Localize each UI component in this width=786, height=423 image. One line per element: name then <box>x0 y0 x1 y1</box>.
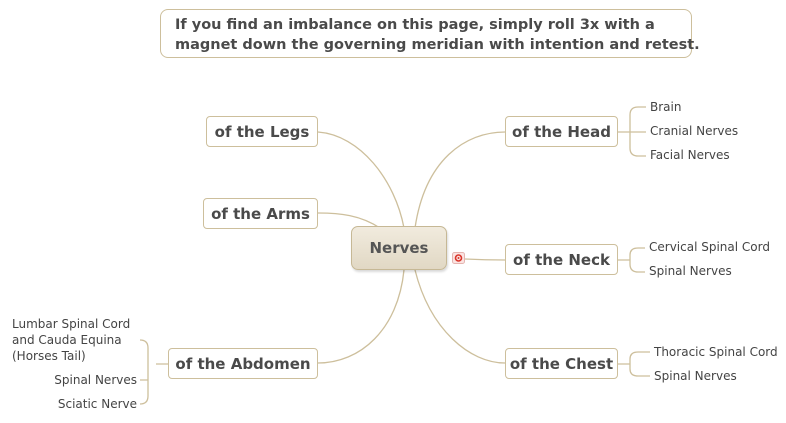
leaf-abdomen-sciatic-nerve[interactable]: Sciatic Nerve <box>57 397 137 411</box>
branch-head[interactable]: of the Head <box>505 116 618 147</box>
leaf-head-cranial-nerves[interactable]: Cranial Nerves <box>650 124 739 138</box>
branch-arms[interactable]: of the Arms <box>203 198 318 229</box>
leaf-neck-cervical-spinal-cord[interactable]: Cervical Spinal Cord <box>649 240 770 254</box>
magnet-marker-icon[interactable] <box>452 252 465 264</box>
branch-chest[interactable]: of the Chest <box>505 348 618 379</box>
instruction-note: If you find an imbalance on this page, s… <box>160 9 700 58</box>
connector-neck <box>464 258 506 261</box>
leaf-chest-thoracic-spinal-cord[interactable]: Thoracic Spinal Cord <box>654 345 778 359</box>
leaf-head-brain[interactable]: Brain <box>650 100 682 114</box>
branch-neck[interactable]: of the Neck <box>505 244 618 275</box>
connector-legs <box>317 131 405 229</box>
connector-arms <box>317 212 381 229</box>
note-line-2: magnet down the governing meridian with … <box>175 37 700 53</box>
bracket-head <box>618 106 646 157</box>
leaf-abdomen-spinal-nerves[interactable]: Spinal Nerves <box>54 373 137 387</box>
bracket-neck <box>618 247 645 273</box>
note-line-1: If you find an imbalance on this page, s… <box>175 17 655 33</box>
central-topic-nerves[interactable]: Nerves <box>351 226 447 270</box>
leaf-head-facial-nerves[interactable]: Facial Nerves <box>650 148 730 162</box>
leaf-neck-spinal-nerves[interactable]: Spinal Nerves <box>649 264 732 278</box>
branch-legs[interactable]: of the Legs <box>206 116 318 147</box>
bracket-abdomen <box>139 339 168 405</box>
connector-chest <box>414 269 506 364</box>
connector-head <box>414 131 506 229</box>
bracket-chest <box>618 351 650 377</box>
branch-abdomen[interactable]: of the Abdomen <box>168 348 318 379</box>
leaf-chest-spinal-nerves[interactable]: Spinal Nerves <box>654 369 737 383</box>
leaf-abdomen-lumbar-spinal-cord[interactable]: Lumbar Spinal Cord and Cauda Equina (Hor… <box>12 317 131 363</box>
connector-abdomen <box>317 269 405 364</box>
